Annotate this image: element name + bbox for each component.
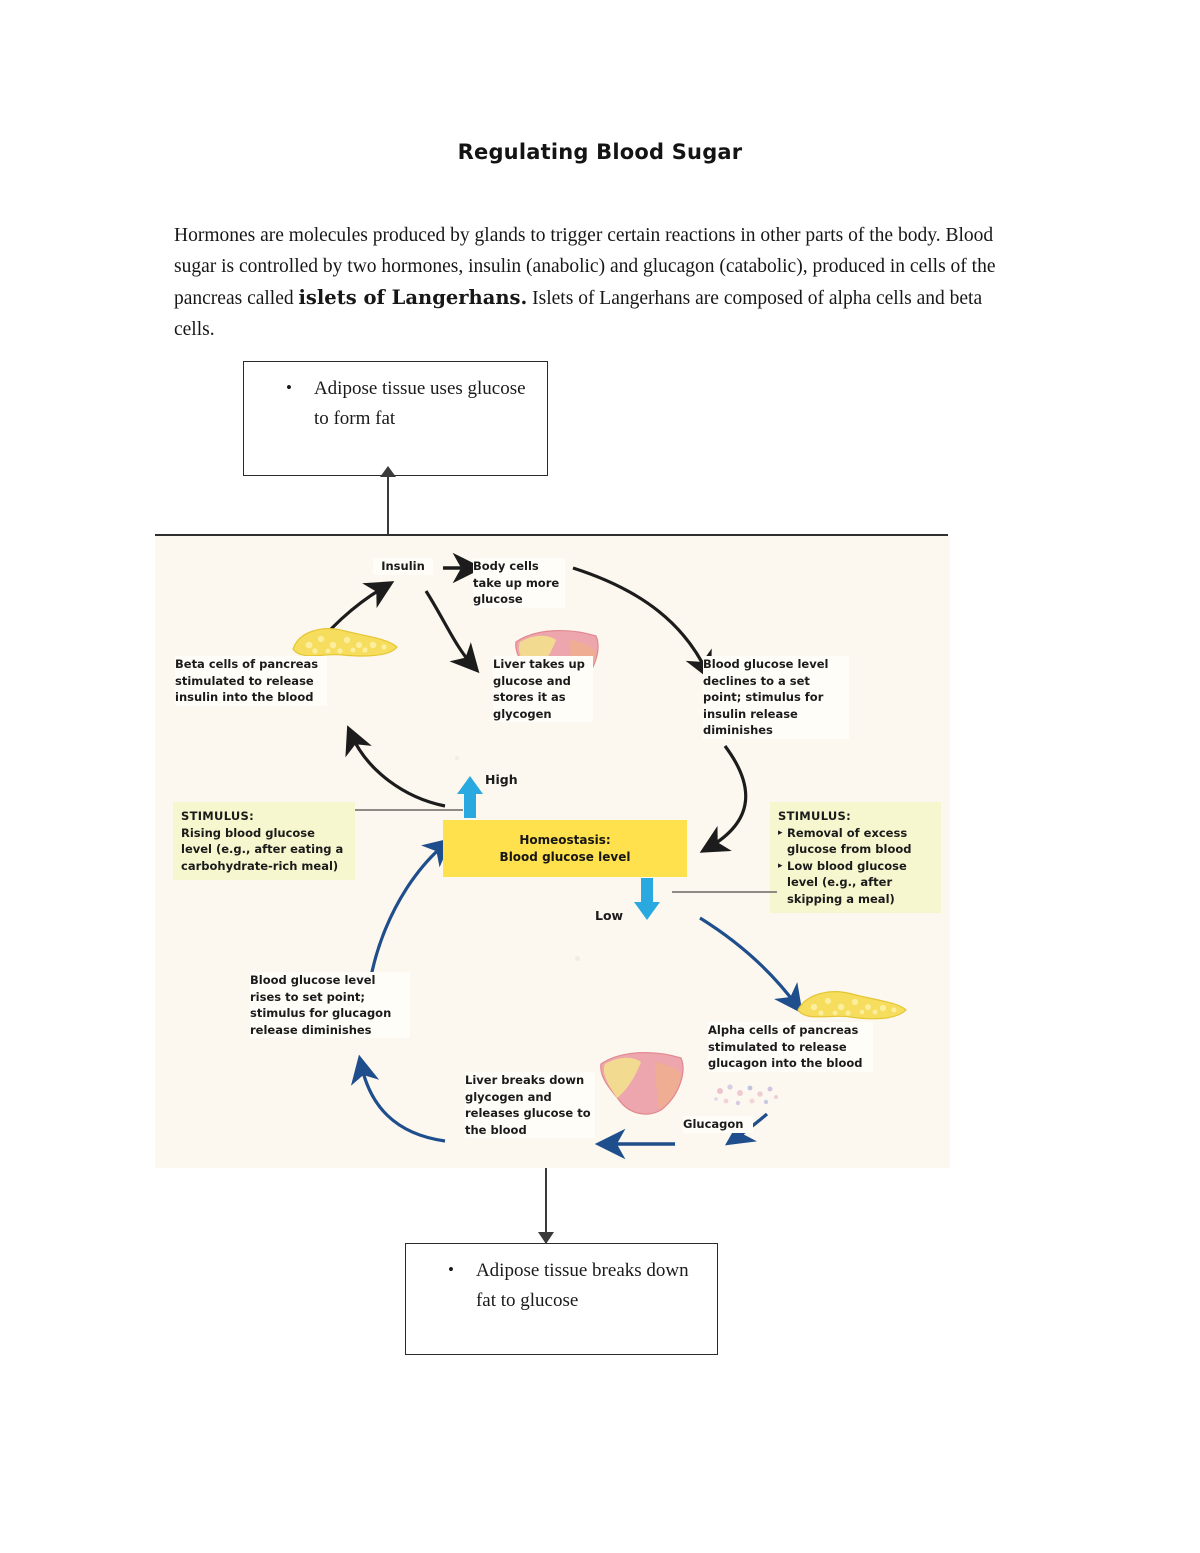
pancreas-icon-alpha xyxy=(797,991,907,1020)
intro-paragraph: Hormones are molecules produced by gland… xyxy=(174,220,1014,345)
node-glucose-declines: Blood glucose level declines to a set po… xyxy=(703,656,849,739)
label-low: Low xyxy=(595,908,624,923)
intro-text-part2: Islets of Langerhans are composed of alp… xyxy=(174,287,983,340)
callout-adipose-breaks-fat: • Adipose tissue breaks down fat to gluc… xyxy=(405,1243,718,1355)
callout-adipose-uses-glucose: • Adipose tissue uses glucose to form fa… xyxy=(243,361,548,476)
stimulus-right-item-0: Removal of excess glucose from blood xyxy=(778,825,933,858)
homeostasis-line1: Homeostasis: xyxy=(519,832,611,847)
high-level-arrow-icon xyxy=(457,776,483,818)
stimulus-right-heading: STIMULUS: xyxy=(778,809,852,823)
callout-top-text: Adipose tissue uses glucose to form fat xyxy=(313,378,526,429)
stimulus-left-body: Rising blood glucose level (e.g., after … xyxy=(181,825,344,873)
arrow-down-icon xyxy=(538,1232,554,1244)
label-high: High xyxy=(485,772,518,787)
scan-artifact xyxy=(455,756,459,760)
blood-sugar-feedback-diagram: Beta cells of pancreas stimulated to rel… xyxy=(155,536,950,1168)
node-liver-stores-glycogen: Liver takes up glucose and stores it as … xyxy=(493,656,593,722)
page-title: Regulating Blood Sugar xyxy=(457,140,743,164)
node-glucose-rises: Blood glucose level rises to set point; … xyxy=(250,972,410,1038)
intro-text-part1: Hormones are molecules produced by gland… xyxy=(174,224,996,309)
rule-right-to-homeostasis xyxy=(672,891,777,893)
label-glucagon: Glucagon xyxy=(683,1116,753,1133)
node-alpha-cells: Alpha cells of pancreas stimulated to re… xyxy=(708,1022,873,1072)
connector-line-to-bottom-callout xyxy=(545,1165,547,1243)
node-liver-breaks-glycogen: Liver breaks down glycogen and releases … xyxy=(465,1072,595,1138)
node-body-cells: Body cells take up more glucose xyxy=(473,558,565,608)
bullet-icon: • xyxy=(448,1260,454,1279)
rule-left-to-homeostasis xyxy=(355,809,463,811)
connector-line-to-top-callout xyxy=(387,470,389,538)
liver-icon-bottom xyxy=(600,1052,684,1115)
homeostasis-box: Homeostasis: Blood glucose level xyxy=(443,820,687,877)
callout-bottom-text: Adipose tissue breaks down fat to glucos… xyxy=(475,1260,689,1311)
low-level-arrow-icon xyxy=(634,878,660,920)
arrow-up-icon xyxy=(380,466,396,477)
stimulus-left-heading: STIMULUS: xyxy=(181,809,255,823)
intro-bold-term: islets of Langerhans. xyxy=(298,285,528,309)
stimulus-box-left: STIMULUS: Rising blood glucose level (e.… xyxy=(173,802,355,880)
label-insulin: Insulin xyxy=(373,558,433,575)
pancreas-icon-beta xyxy=(292,628,398,657)
stimulus-right-item-1: Low blood glucose level (e.g., after ski… xyxy=(778,858,933,908)
scan-artifact xyxy=(575,956,580,961)
stimulus-right-list: Removal of excess glucose from blood Low… xyxy=(778,825,933,908)
homeostasis-line2: Blood glucose level xyxy=(499,849,631,864)
blood-cells-icon xyxy=(714,1084,778,1106)
bullet-icon: • xyxy=(286,378,292,397)
node-beta-cells: Beta cells of pancreas stimulated to rel… xyxy=(175,656,327,706)
stimulus-box-right: STIMULUS: Removal of excess glucose from… xyxy=(770,802,941,913)
